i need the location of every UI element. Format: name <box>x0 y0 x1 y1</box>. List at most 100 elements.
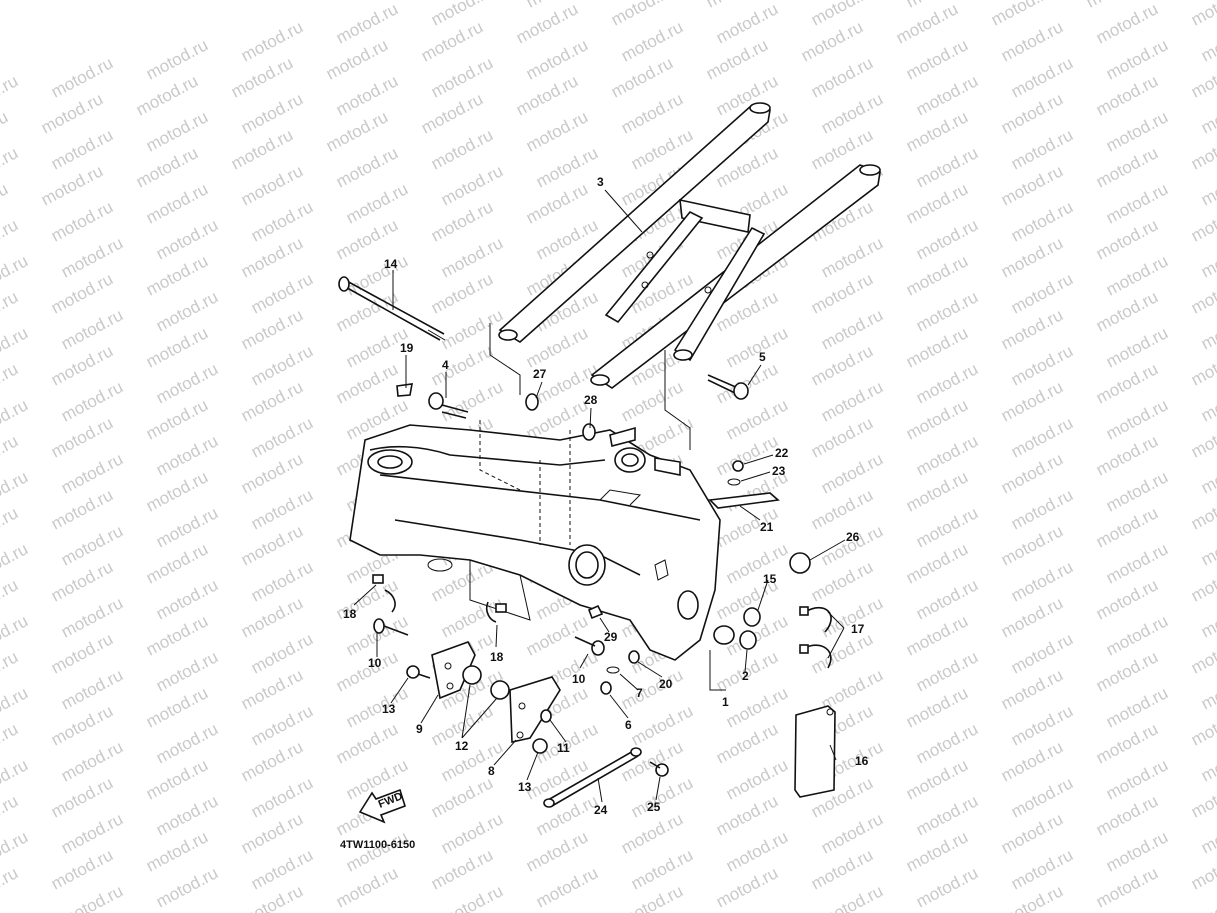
diagram-code: 4TW1100-6150 <box>340 839 415 851</box>
watermark-text: motod.ru <box>723 539 791 587</box>
watermark-text: motod.ru <box>723 683 791 731</box>
watermark-text: motod.ru <box>333 863 401 911</box>
watermark-text: motod.ru <box>248 197 316 245</box>
watermark-text: motod.ru <box>818 449 886 497</box>
watermark-text: motod.ru <box>58 809 126 857</box>
watermark-text: motod.ru <box>818 233 886 281</box>
watermark-text: motod.ru <box>58 593 126 641</box>
watermark-text: motod.ru <box>153 359 221 407</box>
watermark-text: motod.ru <box>153 503 221 551</box>
watermark-text: motod.ru <box>238 89 306 137</box>
callout-10b: 10 <box>572 672 586 686</box>
watermark-text: motod.ru <box>713 0 781 48</box>
watermark-text: motod.ru <box>343 683 411 731</box>
callout-23: 23 <box>772 464 786 478</box>
watermark-text: motod.ru <box>438 161 506 209</box>
watermark-text: motod.ru <box>818 89 886 137</box>
callout-8: 8 <box>488 764 495 778</box>
watermark-text: motod.ru <box>143 107 211 155</box>
watermark-text: motod.ru <box>58 305 126 353</box>
watermark-text: motod.ru <box>438 305 506 353</box>
watermark-text: motod.ru <box>523 35 591 83</box>
callout-3: 3 <box>597 175 604 189</box>
watermark-text: motod.ru <box>238 17 306 65</box>
watermark-text: motod.ru <box>533 143 601 191</box>
callout-16: 16 <box>855 754 869 768</box>
callout-17: 17 <box>851 622 865 636</box>
watermark-text: motod.ru <box>248 269 316 317</box>
callout-22: 22 <box>775 446 789 460</box>
watermark-text: motod.ru <box>333 71 401 119</box>
watermark-text: motod.ru <box>533 863 601 911</box>
watermark-text: motod.ru <box>1008 197 1076 245</box>
watermark-text: motod.ru <box>1103 611 1171 659</box>
watermark-text: motod.ru <box>248 413 316 461</box>
watermark-text: motod.ru <box>0 863 21 911</box>
watermark-text: motod.ru <box>1008 485 1076 533</box>
watermark-text: motod.ru <box>343 827 411 875</box>
callout-1: 1 <box>722 695 729 709</box>
watermark-text: motod.ru <box>723 323 791 371</box>
watermark-text: motod.ru <box>618 881 686 913</box>
watermark-text: motod.ru <box>628 845 696 893</box>
callout-12: 12 <box>455 739 469 753</box>
callout-18a: 18 <box>343 607 357 621</box>
watermark-text: motod.ru <box>1008 125 1076 173</box>
watermark-text: motod.ru <box>913 215 981 263</box>
callout-20: 20 <box>659 677 673 691</box>
watermark-text: motod.ru <box>913 143 981 191</box>
watermark-text: motod.ru <box>913 431 981 479</box>
watermark-text: motod.ru <box>343 251 411 299</box>
watermark-text: motod.ru <box>1008 413 1076 461</box>
watermark-text: motod.ru <box>913 71 981 119</box>
watermark-text: motod.ru <box>628 701 696 749</box>
watermark-text: motod.ru <box>58 521 126 569</box>
watermark-text: motod.ru <box>913 287 981 335</box>
watermark-text: motod.ru <box>1008 773 1076 821</box>
callout-19: 19 <box>400 341 414 355</box>
watermark-text: motod.ru <box>913 863 981 911</box>
watermark-text: motod.ru <box>438 233 506 281</box>
watermark-text: motod.ru <box>1103 755 1171 803</box>
leader-lines <box>353 189 846 803</box>
callout-18b: 18 <box>490 650 504 664</box>
callout-24: 24 <box>594 803 608 817</box>
watermark-text: motod.ru <box>1103 467 1171 515</box>
callout-6: 6 <box>625 718 632 732</box>
watermark-text: motod.ru <box>153 791 221 839</box>
watermark-text: motod.ru <box>723 395 791 443</box>
watermark-text: motod.ru <box>248 341 316 389</box>
callout-11: 11 <box>557 741 570 755</box>
watermark-text: motod.ru <box>1103 323 1171 371</box>
hardware-parts <box>338 276 836 808</box>
watermark-text: motod.ru <box>618 17 686 65</box>
watermark-text: motod.ru <box>248 701 316 749</box>
callout-5: 5 <box>759 350 766 364</box>
main-frame-part <box>349 420 735 661</box>
watermark-text: motod.ru <box>153 431 221 479</box>
watermark-text: motod.ru <box>818 809 886 857</box>
watermark-text: motod.ru <box>438 809 506 857</box>
watermark-text: motod.ru <box>143 35 211 83</box>
watermark-text: motod.ru <box>248 773 316 821</box>
watermark-text: motod.ru <box>818 377 886 425</box>
watermark-text: motod.ru <box>153 215 221 263</box>
watermark-text: motod.ru <box>913 647 981 695</box>
watermark-text: motod.ru <box>818 521 886 569</box>
watermark-text: motod.ru <box>153 863 221 911</box>
watermark-text: motod.ru <box>913 359 981 407</box>
watermark-text: motod.ru <box>438 377 506 425</box>
watermark-text: motod.ru <box>723 755 791 803</box>
watermark-text: motod.ru <box>998 881 1066 913</box>
callout-25: 25 <box>647 800 661 814</box>
watermark-text: motod.ru <box>58 233 126 281</box>
watermark-text: motod.ru <box>248 557 316 605</box>
watermark-text: motod.ru <box>1103 179 1171 227</box>
watermark-text: motod.ru <box>333 0 401 48</box>
watermark-text: motod.ru <box>713 863 781 911</box>
watermark-text: motod.ru <box>1103 251 1171 299</box>
callout-21: 21 <box>760 520 774 534</box>
fwd-arrow-icon: FWD <box>358 788 406 824</box>
callout-13b: 13 <box>518 780 532 794</box>
callout-28: 28 <box>584 393 598 407</box>
